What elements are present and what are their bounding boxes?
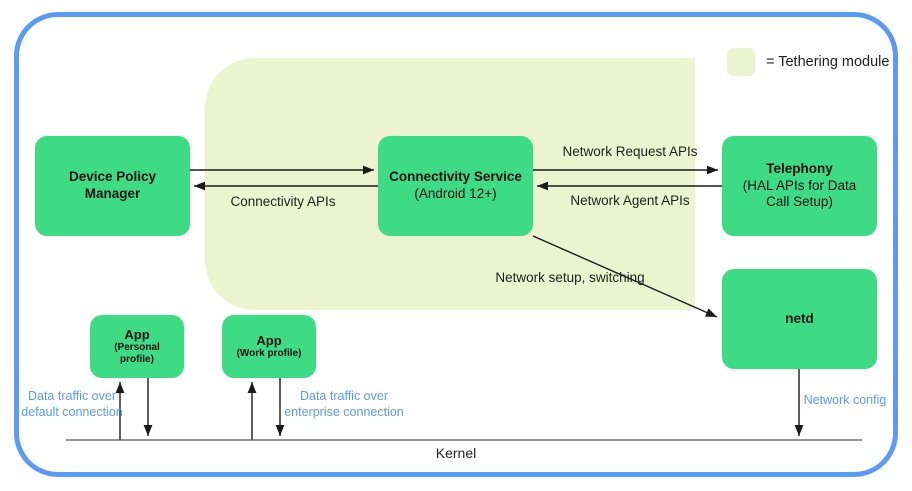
legend: = Tethering module (727, 48, 889, 76)
node-app-work-profile[interactable]: App (Work profile) (222, 315, 316, 378)
node-subtitle: (Personal profile) (114, 342, 160, 366)
node-subtitle: (Work profile) (236, 348, 302, 360)
node-title: Device Policy Manager (68, 169, 157, 201)
kernel-label: Kernel (435, 445, 477, 461)
edge-label-network-config: Network config (803, 393, 887, 407)
node-device-policy-manager[interactable]: Device Policy Manager (35, 136, 190, 236)
node-netd[interactable]: netd (722, 269, 877, 369)
node-title: Telephony (766, 160, 833, 176)
legend-swatch-tethering (727, 48, 755, 76)
edge-label-network-agent-apis: Network Agent APIs (570, 193, 690, 208)
edge-label-data-traffic-enterprise: Data traffic over enterprise connection (284, 389, 404, 420)
node-title: App (256, 332, 282, 348)
edge-label-network-request-apis: Network Request APIs (562, 144, 698, 159)
node-telephony[interactable]: Telephony (HAL APIs for Data Call Setup) (722, 136, 877, 236)
edge-label-network-setup-switching: Network setup, switching (495, 270, 645, 285)
node-connectivity-service[interactable]: Connectivity Service (Android 12+) (378, 136, 533, 236)
node-title: Connectivity Service (389, 169, 522, 185)
edge-label-connectivity-apis: Connectivity APIs (230, 194, 336, 209)
edge-label-data-traffic-default: Data traffic over default connection (21, 389, 123, 420)
node-app-personal-profile[interactable]: App (Personal profile) (90, 315, 184, 378)
node-title: App (124, 326, 150, 342)
node-subtitle: (Android 12+) (414, 186, 497, 201)
node-title: netd (785, 310, 814, 326)
node-subtitle: (HAL APIs for Data Call Setup) (742, 177, 857, 210)
legend-label: = Tethering module (766, 54, 890, 70)
